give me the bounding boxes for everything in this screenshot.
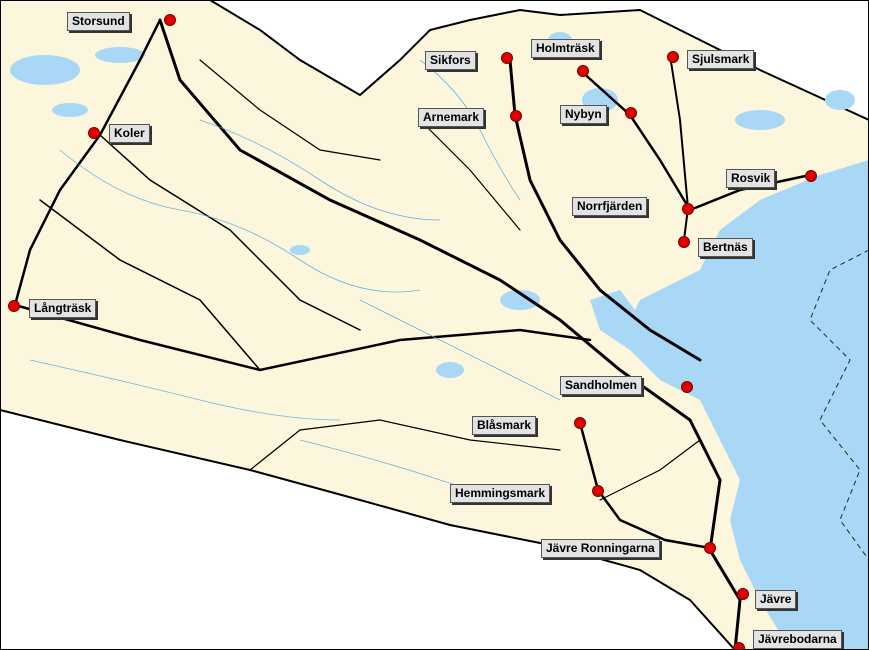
place-label-holmtrask[interactable]: Holmträsk <box>531 39 600 58</box>
place-marker-holmtrask[interactable] <box>577 65 589 77</box>
place-label-koler[interactable]: Koler <box>109 124 150 143</box>
place-label-blasmark[interactable]: Blåsmark <box>472 416 537 435</box>
place-marker-storsund[interactable] <box>164 14 176 26</box>
place-label-javre-ronningarna[interactable]: Jävre Ronningarna <box>541 539 660 558</box>
place-label-sjulsmark[interactable]: Sjulsmark <box>687 50 755 69</box>
place-label-langtrask[interactable]: Långträsk <box>29 299 97 318</box>
place-label-arnemark[interactable]: Arnemark <box>418 108 485 127</box>
place-marker-javre[interactable] <box>737 588 749 600</box>
place-marker-nybyn[interactable] <box>625 107 637 119</box>
place-marker-norrfjarden[interactable] <box>682 203 694 215</box>
place-marker-langtrask[interactable] <box>8 300 20 312</box>
place-marker-rosvik[interactable] <box>805 170 817 182</box>
place-label-javrebodarna[interactable]: Jävrebodarna <box>753 630 842 649</box>
place-label-norrfjarden[interactable]: Norrfjärden <box>572 197 648 216</box>
place-label-rosvik[interactable]: Rosvik <box>726 169 776 188</box>
place-marker-hemmingsmark[interactable] <box>592 485 604 497</box>
place-marker-sikfors[interactable] <box>501 52 513 64</box>
place-label-sikfors[interactable]: Sikfors <box>425 51 476 70</box>
place-label-hemmingsmark[interactable]: Hemmingsmark <box>450 484 551 503</box>
place-marker-javre-ronningarna[interactable] <box>704 542 716 554</box>
place-label-nybyn[interactable]: Nybyn <box>560 105 607 124</box>
place-marker-blasmark[interactable] <box>574 417 586 429</box>
place-label-storsund[interactable]: Storsund <box>67 12 130 31</box>
place-marker-javrebodarna[interactable] <box>733 642 745 650</box>
place-marker-koler[interactable] <box>88 127 100 139</box>
place-marker-sjulsmark[interactable] <box>667 51 679 63</box>
place-marker-bertnas[interactable] <box>678 236 690 248</box>
place-label-sandholmen[interactable]: Sandholmen <box>560 376 643 395</box>
place-label-bertnas[interactable]: Bertnäs <box>698 238 753 257</box>
place-marker-sandholmen[interactable] <box>681 381 693 393</box>
place-marker-arnemark[interactable] <box>510 110 522 122</box>
place-label-javre[interactable]: Jävre <box>755 590 797 609</box>
sea <box>620 160 869 650</box>
